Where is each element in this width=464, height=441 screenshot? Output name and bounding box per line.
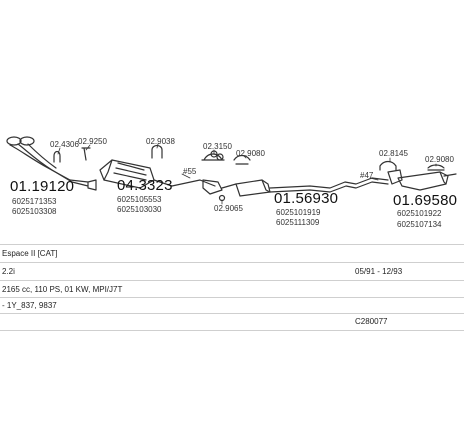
front-pipe-oem-2: 6025103308 <box>12 207 57 216</box>
fitting-label: 02.4306 <box>50 140 79 149</box>
engine-specs: 2165 cc, 110 PS, 01 KW, MPI/J7T <box>2 285 123 294</box>
middle-silencer-oem-1: 6025101919 <box>276 208 321 217</box>
fitting-label: 02.9038 <box>146 137 175 146</box>
rear-silencer-part-number: 01.69580 <box>393 192 458 209</box>
fitting-label: 02.9065 <box>214 204 243 213</box>
model-codes: - 1Y_837, 9837 <box>2 301 57 310</box>
divider <box>0 297 464 298</box>
production-years: 05/91 - 12/93 <box>355 267 403 276</box>
rear-silencer-oem-1: 6025101922 <box>397 209 442 218</box>
front-pipe-part-number: 01.19120 <box>10 178 75 195</box>
engine-size: 2.2i <box>2 267 15 276</box>
middle-silencer-drawing <box>235 177 389 197</box>
divider <box>0 280 464 281</box>
info-row-engine: 2.2i 05/91 - 12/93 <box>0 264 464 281</box>
vehicle-model: Espace II [CAT] <box>2 249 58 258</box>
divider <box>0 262 464 263</box>
dimension-label: #47 <box>360 171 374 180</box>
catalyst-part-number: 04.3323 <box>117 177 173 194</box>
info-row-codes: - 1Y_837, 9837 <box>0 298 464 315</box>
catalyst-oem-2: 6025103030 <box>117 205 162 214</box>
fitting-label: 02.8145 <box>379 149 408 158</box>
exhaust-diagram <box>6 136 457 205</box>
rear-silencer-oem-2: 6025107134 <box>397 220 442 229</box>
front-pipe-oem-1: 6025171353 <box>12 197 57 206</box>
fitting-drawings <box>53 144 445 202</box>
divider <box>0 313 464 314</box>
fitting-label: 02.9080 <box>236 149 265 158</box>
catalyst-oem-1: 6025105553 <box>117 195 162 204</box>
info-row-model: Espace II [CAT] <box>0 246 464 263</box>
divider <box>0 244 464 245</box>
leader-lines <box>57 143 437 205</box>
catalyst-drawing <box>99 159 216 189</box>
info-row-specs: 2165 cc, 110 PS, 01 KW, MPI/J7T <box>0 282 464 299</box>
middle-silencer-oem-2: 6025111309 <box>276 218 320 227</box>
dimension-label: #55 <box>183 167 197 176</box>
divider <box>0 330 464 331</box>
fitting-label: 02.9250 <box>78 137 107 146</box>
kit-number: C280077 <box>355 317 388 326</box>
rear-silencer-drawing <box>387 169 457 191</box>
middle-silencer-part-number: 01.56930 <box>274 190 339 207</box>
info-row-kit: C280077 <box>0 314 464 331</box>
connector-drawing <box>202 150 237 195</box>
front-pipe-drawing <box>6 136 97 191</box>
fitting-label: 02.3150 <box>203 142 232 151</box>
fitting-label: 02.9080 <box>425 155 454 164</box>
